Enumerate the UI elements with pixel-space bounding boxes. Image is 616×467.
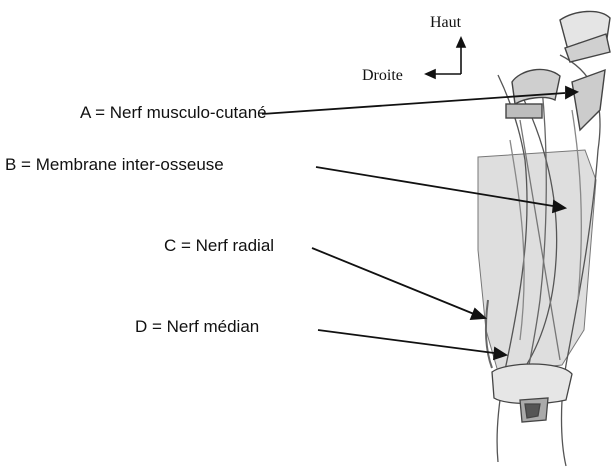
orientation-arrows [426,38,465,78]
label-nerf-musculo-cutane: A = Nerf musculo-cutané [80,103,267,123]
wrist-bones [492,364,572,422]
label-membrane-inter-osseuse: B = Membrane inter-osseuse [5,155,224,175]
pointer-d [318,330,494,353]
label-nerf-radial: C = Nerf radial [164,236,274,256]
orientation-left-label: Droite [362,67,403,85]
pointer-c [312,248,474,314]
label-nerf-median: D = Nerf médian [135,317,259,337]
interosseous-membrane [478,150,596,372]
orientation-up-label: Haut [430,14,461,32]
elbow-bones [506,11,610,130]
